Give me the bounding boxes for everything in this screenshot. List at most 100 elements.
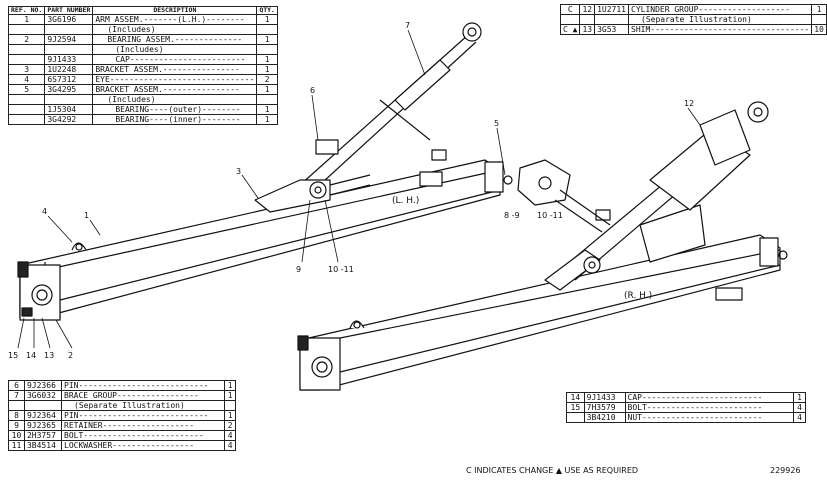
- table-row: (Separate Illustration): [8, 400, 236, 411]
- cell-desc: (Separate Illustration): [627, 14, 813, 25]
- cell-ref: 2: [7, 34, 46, 45]
- cell-desc: BOLT-------------------------: [60, 430, 226, 441]
- cell-desc: PIN---------------------------: [60, 380, 226, 391]
- cell-desc: CAP-------------------------: [624, 392, 795, 403]
- cell-desc: (Includes): [92, 24, 258, 35]
- callout-14: 14: [26, 351, 36, 360]
- cell-ref: [7, 114, 46, 125]
- cell-qty: 1: [256, 34, 278, 45]
- cell-desc: NUT-------------------------: [624, 412, 795, 423]
- cell-qty: 4: [224, 440, 236, 451]
- table-header-row: REF. NO. PART NUMBER DESCRIPTION QTY.: [7, 6, 278, 15]
- cell-desc: RETAINER-------------------: [60, 420, 226, 431]
- cell-ref: [7, 104, 46, 115]
- cell-ref: 11: [8, 440, 25, 451]
- cell-part: 9J1433: [44, 54, 94, 65]
- cell-desc: (Separate Illustration): [60, 400, 226, 411]
- cell-qty: 1: [256, 54, 278, 65]
- cell-part: [44, 44, 94, 55]
- cell-part: 9J2364: [23, 410, 63, 421]
- cell-ref: 9: [8, 420, 25, 431]
- header-description: DESCRIPTION: [92, 6, 258, 15]
- cell-qty: 4: [224, 430, 236, 441]
- cell-desc: CYLINDER GROUP-------------------: [627, 4, 813, 15]
- callout-3: 3: [236, 167, 241, 176]
- cell-qty: 1: [256, 104, 278, 115]
- lh-brace: [299, 22, 482, 193]
- cell-qty: 10: [811, 24, 827, 35]
- cell-qty: [224, 400, 236, 411]
- cell-ref: 8: [8, 410, 25, 421]
- callout-7: 7: [405, 21, 410, 30]
- cell-part: 3G6032: [23, 390, 63, 401]
- cell-ref: 5: [7, 84, 46, 95]
- cell-ref: [8, 400, 25, 411]
- cell-qty: 4: [793, 412, 806, 423]
- cell-desc: CAP------------------------: [92, 54, 258, 65]
- cell-part: 3B4514: [23, 440, 63, 451]
- cell-ref: [7, 44, 46, 55]
- cell-part: 9J2365: [23, 420, 63, 431]
- cell-ref: [566, 412, 585, 423]
- header-ref-no: REF. NO.: [7, 6, 46, 15]
- cell-part: 3G4292: [44, 114, 94, 125]
- table-row: (Separate Illustration): [559, 14, 827, 25]
- lh-arm: [17, 149, 513, 321]
- cell-part: 3B4210: [583, 412, 626, 423]
- cell-qty: 1: [224, 390, 236, 401]
- cell-part: [594, 14, 629, 25]
- callout-10-11-rh: 10 -11: [537, 211, 563, 220]
- cell-qty: 2: [256, 74, 278, 85]
- cell-qty: [256, 24, 278, 35]
- cell-desc: BRACE GROUP-----------------: [60, 390, 226, 401]
- rh-arm: [297, 204, 788, 391]
- cell-mark: C: [559, 4, 581, 15]
- cell-desc: BRACKET ASSEM.----------------: [92, 64, 258, 75]
- cell-part: [23, 400, 63, 411]
- cell-desc: SHIM---------------------------------: [627, 24, 813, 35]
- cell-ref: [7, 24, 46, 35]
- cell-qty: [811, 14, 827, 25]
- cell-ref: [579, 14, 596, 25]
- cell-qty: 1: [256, 64, 278, 75]
- cell-ref: 10: [8, 430, 25, 441]
- cell-desc: EYE------------------------------: [92, 74, 258, 85]
- label-rh: (R. H.): [624, 291, 652, 301]
- cell-desc: ARM ASSEM.-------(L.H.)--------: [92, 14, 258, 25]
- table-row: (Includes): [7, 94, 278, 105]
- cell-ref: [7, 94, 46, 105]
- cell-qty: 1: [224, 380, 236, 391]
- cell-part: 3G4295: [44, 84, 94, 95]
- callout-8-9: 8 -9: [504, 211, 520, 220]
- cell-desc: BEARING----(outer)--------: [92, 104, 258, 115]
- cell-qty: 1: [256, 84, 278, 95]
- cell-part: 9J1433: [583, 392, 626, 403]
- cell-part: 7H3579: [583, 402, 626, 413]
- cell-part: 6S7312: [44, 74, 94, 85]
- cell-ref: [7, 54, 46, 65]
- cell-part: 9J2366: [23, 380, 63, 391]
- cell-qty: 1: [256, 14, 278, 25]
- cell-desc: BOLT------------------------: [624, 402, 795, 413]
- cell-part: 1U2248: [44, 64, 94, 75]
- cell-qty: 1: [811, 4, 827, 15]
- cell-ref: 13: [579, 24, 596, 35]
- cell-ref: 1: [7, 14, 46, 25]
- callout-13: 13: [44, 351, 54, 360]
